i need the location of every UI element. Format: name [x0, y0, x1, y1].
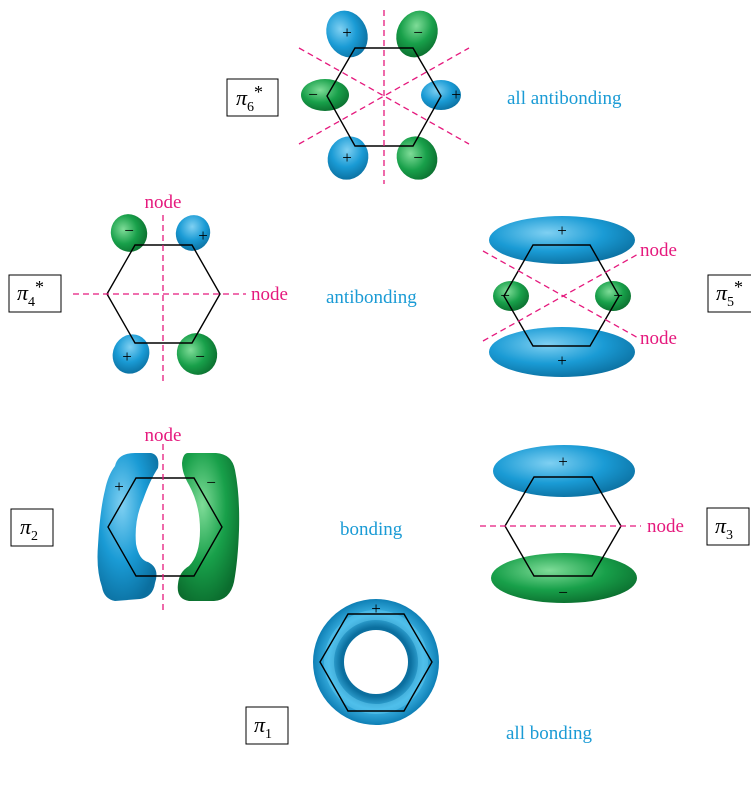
- lobe-blue: [97, 453, 159, 601]
- orbital-pi1: + π1 all bonding: [245, 599, 593, 745]
- lobe-blue: [489, 216, 635, 264]
- sign: −: [124, 221, 134, 240]
- pi-symbol: π: [20, 514, 32, 539]
- svg-text:π1: π1: [254, 712, 272, 742]
- label-box: [226, 78, 279, 117]
- lobes-pi5: [489, 216, 635, 377]
- pi-symbol: π: [17, 280, 29, 305]
- sign: +: [342, 148, 352, 167]
- orbital-label-pi2: π2: [10, 508, 54, 547]
- subscript: 2: [31, 529, 38, 544]
- lobe-blue: [175, 215, 211, 251]
- subscript: 1: [265, 727, 272, 742]
- node-planes-pi4: [73, 215, 246, 382]
- sign: +: [451, 85, 461, 104]
- lobe-blue: [493, 445, 635, 497]
- node-label: node: [640, 328, 677, 349]
- superscript: *: [254, 82, 263, 102]
- pi-symbol: π: [716, 280, 728, 305]
- label-box: [707, 274, 751, 313]
- lobe-blue: [326, 10, 368, 58]
- sign: +: [557, 351, 567, 370]
- sign: −: [195, 347, 205, 366]
- subscript: 5: [727, 295, 734, 310]
- sign: +: [557, 221, 567, 240]
- pi-symbol: π: [715, 513, 727, 538]
- caption-bonding: bonding: [340, 519, 403, 540]
- superscript: *: [35, 277, 44, 297]
- lobe-green: [396, 136, 438, 180]
- benzene-hexagon: [319, 613, 433, 712]
- label-box: [8, 274, 62, 313]
- sign: −: [500, 286, 510, 305]
- caption-all-antibonding: all antibonding: [507, 88, 622, 109]
- torus-highlight: [324, 610, 428, 714]
- label-box: [10, 508, 54, 547]
- subscript: 3: [726, 528, 733, 543]
- lobe-green: [493, 281, 529, 311]
- subscript: 4: [28, 295, 35, 310]
- orbital-pi5: + − − + node node π5*: [482, 216, 751, 377]
- lobe-green: [396, 10, 438, 58]
- node-label: node: [145, 425, 182, 446]
- orbital-label-pi3: π3: [706, 507, 750, 546]
- lobe-blue: [489, 327, 635, 377]
- caption-antibonding: antibonding: [326, 287, 417, 308]
- node-planes-pi6: [298, 10, 470, 184]
- subscript: 6: [247, 100, 254, 115]
- lobe-blue: [112, 334, 150, 374]
- node-plane: [298, 47, 470, 145]
- sign: −: [308, 85, 318, 104]
- pi-symbol: π: [236, 85, 248, 110]
- label-box: [245, 706, 289, 745]
- lobe-green: [110, 214, 148, 252]
- node-label: node: [647, 516, 684, 537]
- caption-all-bonding: all bonding: [506, 723, 593, 744]
- svg-text:π6*: π6*: [236, 82, 263, 115]
- lobe-green: [595, 281, 631, 311]
- sign: −: [413, 148, 423, 167]
- benzene-hexagon: [503, 244, 620, 347]
- lobe-green: [301, 79, 349, 111]
- node-plane: [298, 47, 470, 145]
- orbital-label-pi1: π1: [245, 706, 289, 745]
- sign: −: [413, 23, 423, 42]
- sign: −: [613, 286, 623, 305]
- sign: +: [114, 477, 124, 496]
- lobes-pi6: [301, 10, 461, 180]
- orbital-label-pi6: π6*: [226, 78, 279, 117]
- node-label: node: [145, 192, 182, 213]
- node-label: node: [640, 240, 677, 261]
- sign: −: [206, 473, 216, 492]
- pi-symbol: π: [254, 712, 266, 737]
- orbital-pi2: + − node π2: [10, 425, 240, 612]
- sign: +: [198, 226, 208, 245]
- sign: +: [122, 347, 132, 366]
- svg-text:π3: π3: [715, 513, 733, 543]
- lobe-green: [177, 453, 240, 601]
- lobes-pi2: [97, 453, 240, 601]
- lobe-blue: [327, 136, 369, 180]
- orbital-pi3: + − node π3: [480, 445, 750, 603]
- label-box: [706, 507, 750, 546]
- orbital-label-pi5: π5*: [707, 274, 751, 313]
- orbital-label-pi4: π4*: [8, 274, 62, 313]
- sign: −: [558, 583, 568, 602]
- benzene-hexagon: [326, 47, 442, 147]
- sign: +: [342, 23, 352, 42]
- sign: +: [558, 452, 568, 471]
- sign: +: [371, 599, 381, 618]
- benzene-hexagon: [107, 477, 223, 577]
- svg-text:π2: π2: [20, 514, 38, 544]
- svg-text:π4*: π4*: [17, 277, 44, 310]
- orbital-pi4: − + + − node node π4*: [8, 192, 288, 382]
- orbital-pi6: + − − + + − π6* all antibonding: [226, 10, 622, 184]
- superscript: *: [734, 277, 743, 297]
- node-label: node: [251, 284, 288, 305]
- svg-text:π5*: π5*: [716, 277, 743, 310]
